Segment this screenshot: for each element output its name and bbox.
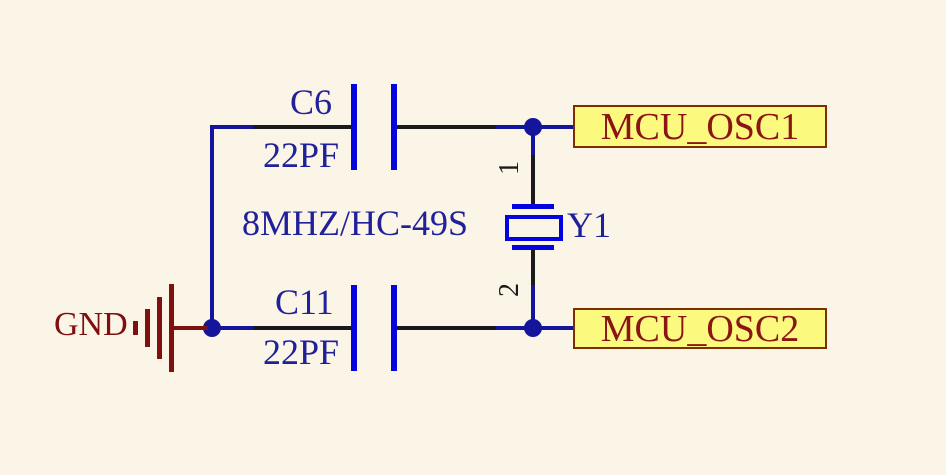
- crystal-electrode-top[interactable]: [512, 204, 554, 209]
- gnd-symbol-bar-1[interactable]: [133, 321, 138, 335]
- wire-crystal-bottom[interactable]: [531, 283, 535, 330]
- port-mcu-osc1-label: MCU_OSC1: [600, 105, 800, 148]
- crystal-designator[interactable]: Y1: [567, 205, 611, 245]
- wire-left-vertical[interactable]: [210, 125, 214, 330]
- junction-dot-left: [203, 319, 221, 337]
- wire-top-left[interactable]: [210, 125, 255, 129]
- gnd-symbol-bar-2[interactable]: [145, 309, 150, 347]
- crystal-body[interactable]: [505, 215, 563, 241]
- capacitor-c6-designator[interactable]: C6: [290, 82, 333, 122]
- port-mcu-osc1[interactable]: MCU_OSC1: [573, 105, 827, 148]
- wire-bottom-left[interactable]: [206, 326, 255, 330]
- junction-dot-bottom: [524, 319, 542, 337]
- pin-c6-left[interactable]: [253, 125, 353, 129]
- capacitor-c11-plate-left[interactable]: [351, 285, 357, 371]
- capacitor-c11-designator[interactable]: C11: [275, 282, 334, 322]
- crystal-electrode-bottom[interactable]: [512, 245, 554, 250]
- gnd-net-label[interactable]: GND: [54, 306, 128, 343]
- junction-dot-top: [524, 118, 542, 136]
- gnd-symbol-bar-4[interactable]: [169, 284, 174, 372]
- wire-crystal-top[interactable]: [531, 127, 535, 157]
- pin-y1-2[interactable]: [531, 249, 535, 285]
- port-mcu-osc2-label: MCU_OSC2: [600, 307, 800, 350]
- capacitor-c6-plate-right[interactable]: [391, 84, 397, 170]
- pin-c6-right[interactable]: [393, 125, 496, 129]
- gnd-symbol-stem[interactable]: [172, 326, 208, 330]
- crystal-pin-number-2: 2: [494, 283, 525, 297]
- capacitor-c6-plate-left[interactable]: [351, 84, 357, 170]
- pin-c11-left[interactable]: [253, 326, 353, 330]
- crystal-pin-number-1: 1: [494, 161, 525, 175]
- capacitor-c11-plate-right[interactable]: [391, 285, 397, 371]
- capacitor-c6-value[interactable]: 22PF: [263, 135, 340, 175]
- port-mcu-osc2[interactable]: MCU_OSC2: [573, 308, 827, 349]
- capacitor-c11-value[interactable]: 22PF: [263, 332, 340, 372]
- crystal-value[interactable]: 8MHZ/HC-49S: [242, 203, 469, 243]
- pin-y1-1[interactable]: [531, 155, 535, 207]
- pin-c11-right[interactable]: [393, 326, 496, 330]
- gnd-symbol-bar-3[interactable]: [157, 297, 162, 359]
